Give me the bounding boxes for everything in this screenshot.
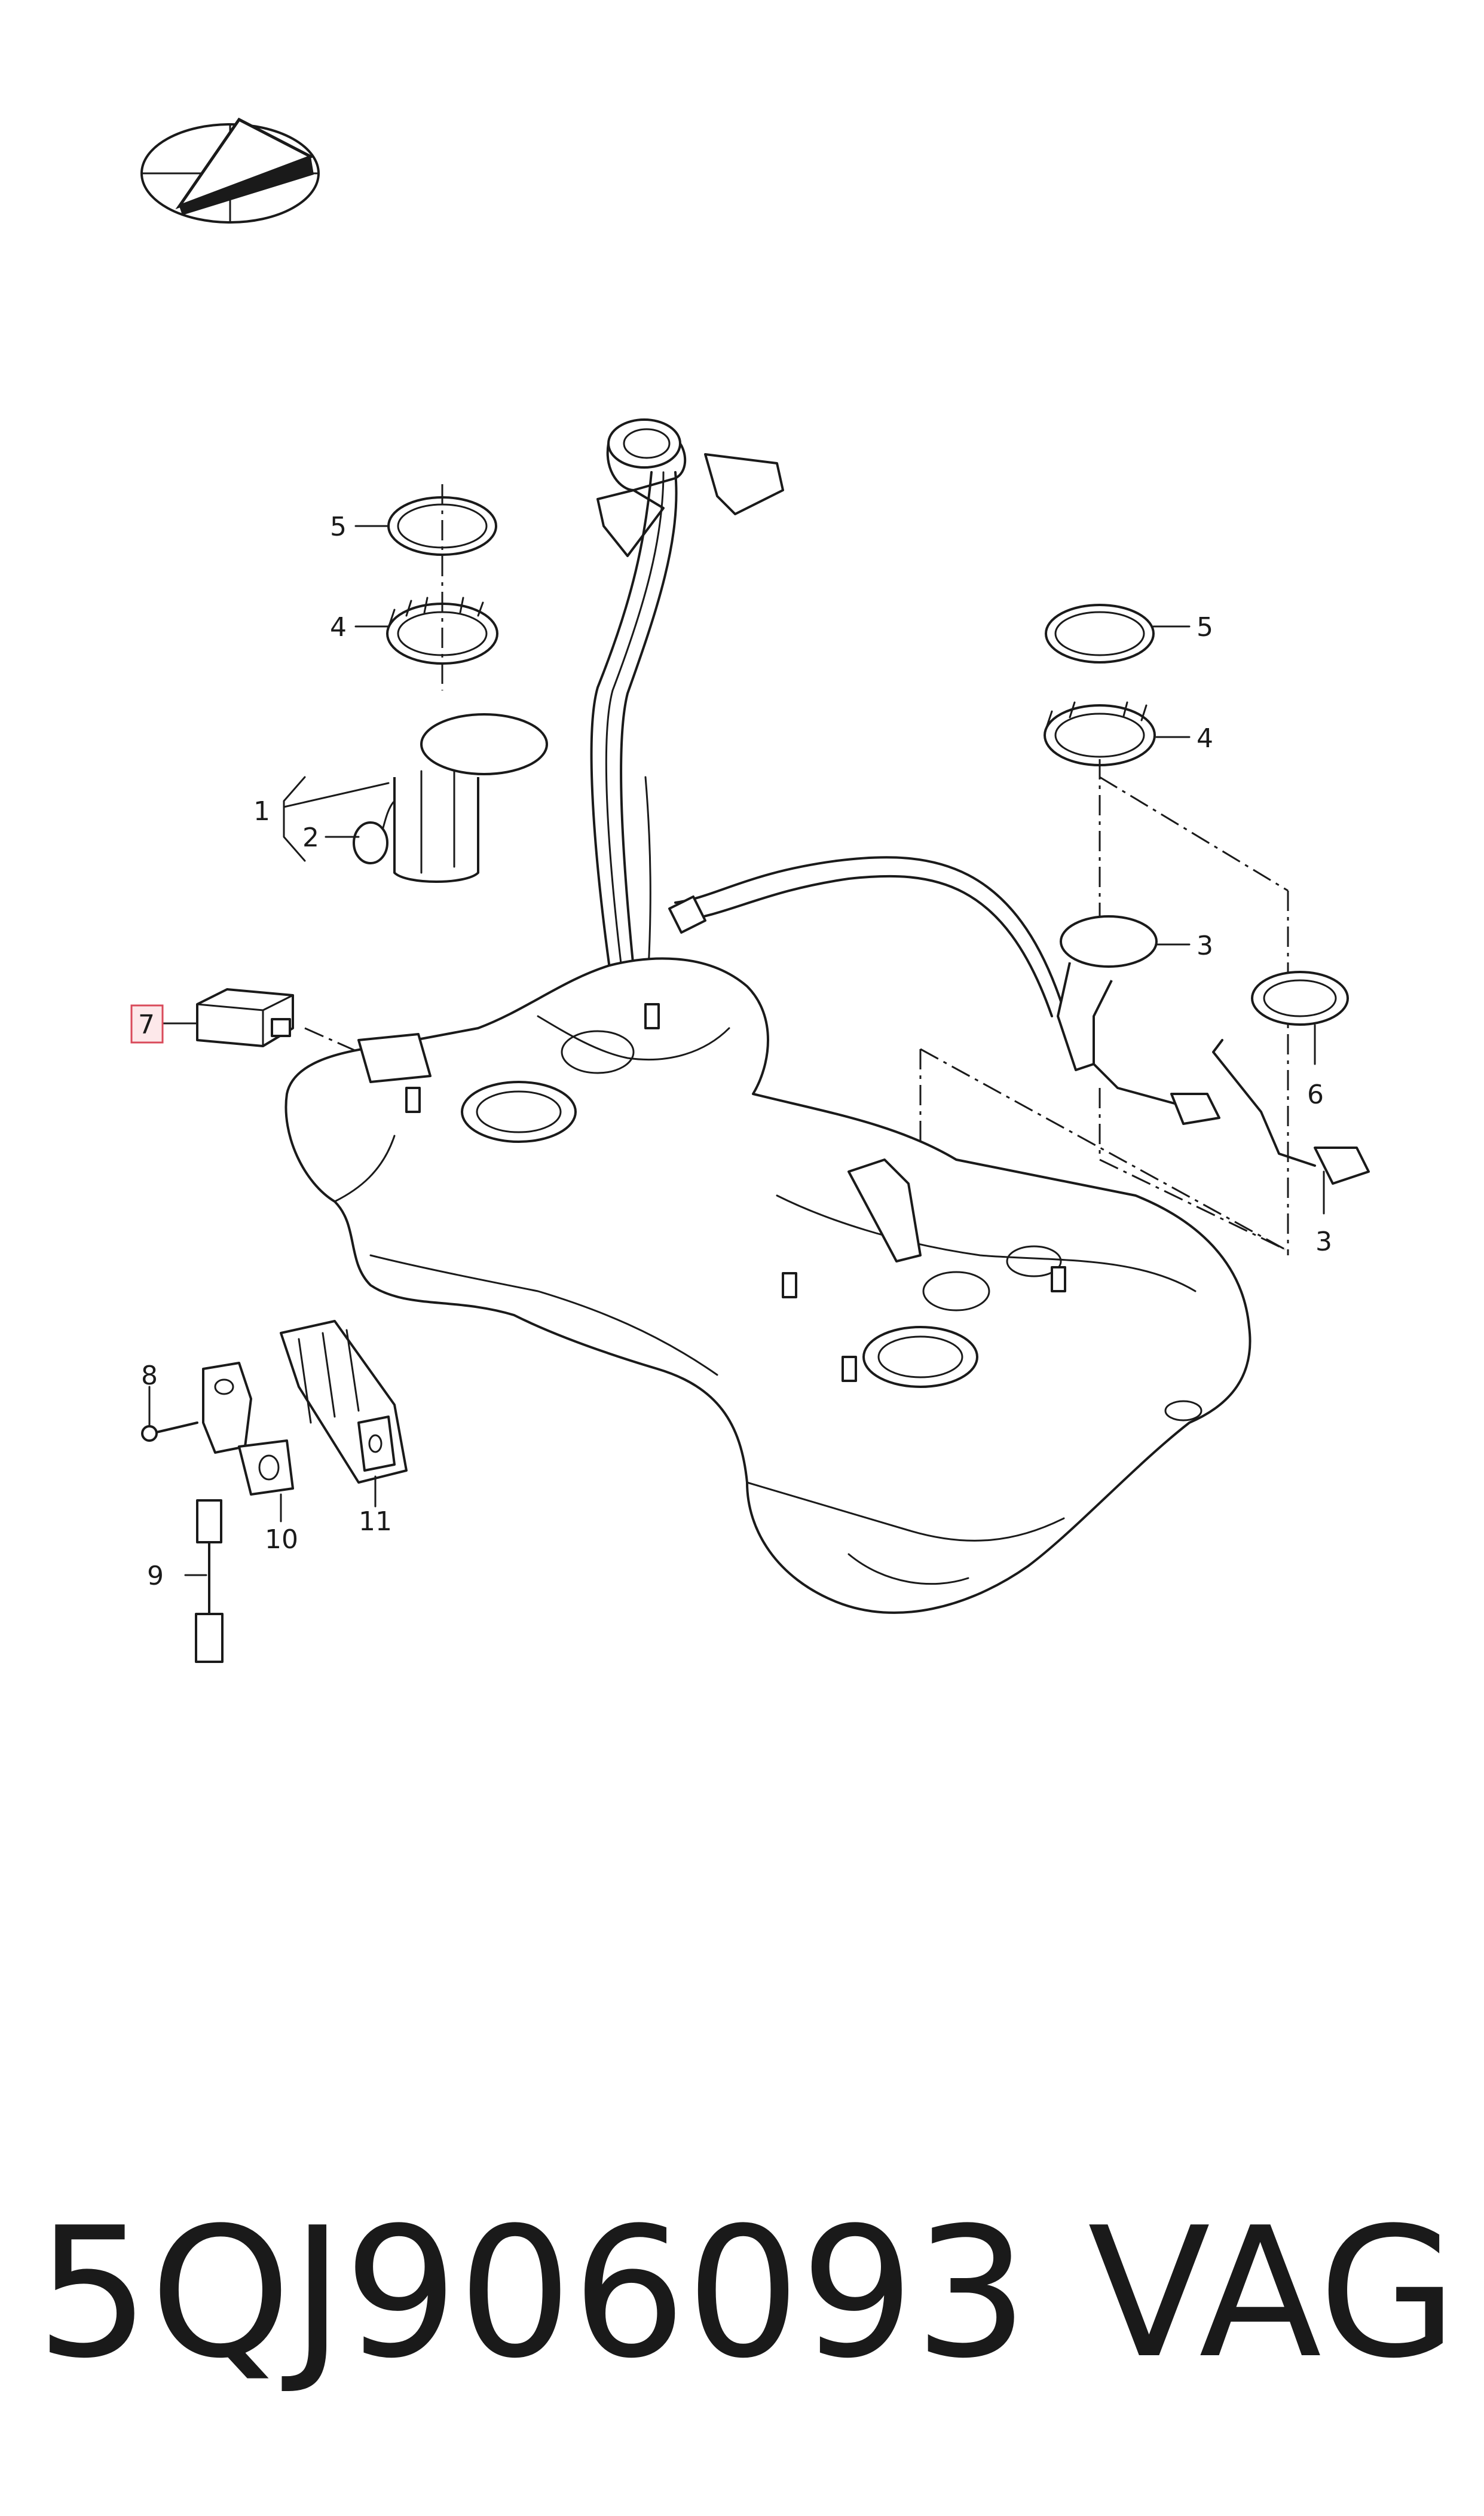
right-pump-assembly	[1044, 604, 1220, 1125]
left-pump-assembly	[353, 496, 548, 883]
callout-3-lower[interactable]: 3	[1315, 1227, 1332, 1257]
callout-11[interactable]: 11	[359, 1506, 392, 1537]
callout-labels[interactable]: 5 4 1 2 5 4 3 6 3 7 8 9 10 11	[138, 512, 1332, 1591]
callout-10[interactable]: 10	[265, 1524, 298, 1555]
brand-label: VAG	[1088, 2189, 1457, 2398]
callout-5-left[interactable]: 5	[330, 512, 347, 542]
callout-7[interactable]: 7	[138, 1010, 155, 1040]
leader-lines	[148, 525, 1325, 1576]
callout-3-upper[interactable]: 3	[1197, 931, 1213, 961]
callout-5-right[interactable]: 5	[1197, 612, 1213, 643]
bracket-assembly	[141, 1320, 408, 1663]
callout-2[interactable]: 2	[302, 823, 319, 853]
callout-4-right[interactable]: 4	[1197, 723, 1213, 754]
callout-6[interactable]: 6	[1307, 1080, 1324, 1110]
orientation-logo	[140, 117, 320, 224]
highlight-box-7	[130, 1004, 164, 1044]
fuel-tank-body	[284, 957, 1252, 1614]
callout-4-left[interactable]: 4	[330, 612, 347, 643]
part-number: 5QJ906093	[36, 2189, 1029, 2398]
callout-9[interactable]: 9	[147, 1561, 164, 1591]
filler-neck	[590, 418, 784, 970]
callout-8[interactable]: 8	[141, 1361, 158, 1391]
sender-unit	[1212, 971, 1370, 1185]
control-unit-7	[196, 988, 294, 1047]
callout-1[interactable]: 1	[253, 796, 270, 827]
